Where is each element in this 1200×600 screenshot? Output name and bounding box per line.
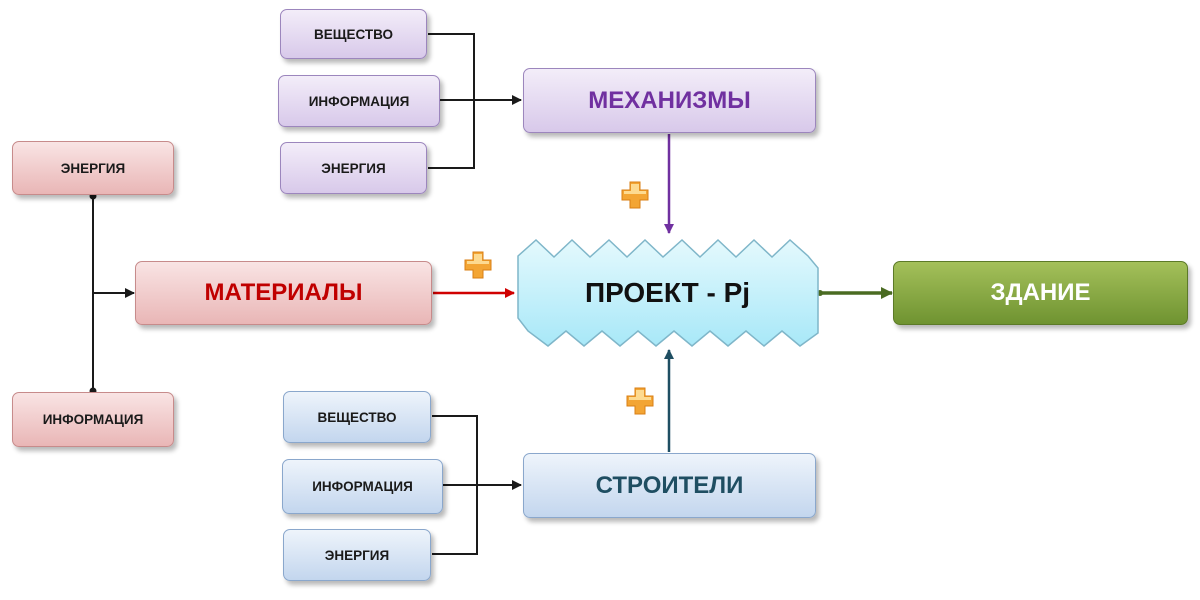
mechanisms-input-energy: ЭНЕРГИЯ	[280, 142, 427, 194]
builders-input-information: ИНФОРМАЦИЯ	[282, 459, 443, 514]
project-shape	[517, 238, 819, 347]
project-title: ПРОЕКТ - Pj	[584, 276, 751, 308]
building-box: ЗДАНИЕ	[893, 261, 1188, 325]
builders-input-substance: ВЕЩЕСТВО	[283, 391, 431, 443]
materials-box: МАТЕРИАЛЫ	[135, 261, 432, 325]
mechanisms-box: МЕХАНИЗМЫ	[523, 68, 816, 133]
builders-input-energy: ЭНЕРГИЯ	[283, 529, 431, 581]
plus-icon	[626, 387, 654, 415]
mechanisms-input-connector	[428, 33, 522, 169]
mechanisms-input-substance: ВЕЩЕСТВО	[280, 9, 427, 59]
plus-icon	[464, 251, 492, 279]
builders-box: СТРОИТЕЛИ	[523, 453, 816, 518]
mechanisms-input-information: ИНФОРМАЦИЯ	[278, 75, 440, 127]
project-to-building-arrow	[817, 287, 893, 299]
materials-input-connector	[89, 192, 135, 395]
plus-icon	[621, 181, 649, 209]
materials-input-energy: ЭНЕРГИЯ	[12, 141, 174, 195]
builders-input-connector	[432, 415, 522, 555]
materials-input-information: ИНФОРМАЦИЯ	[12, 392, 174, 447]
